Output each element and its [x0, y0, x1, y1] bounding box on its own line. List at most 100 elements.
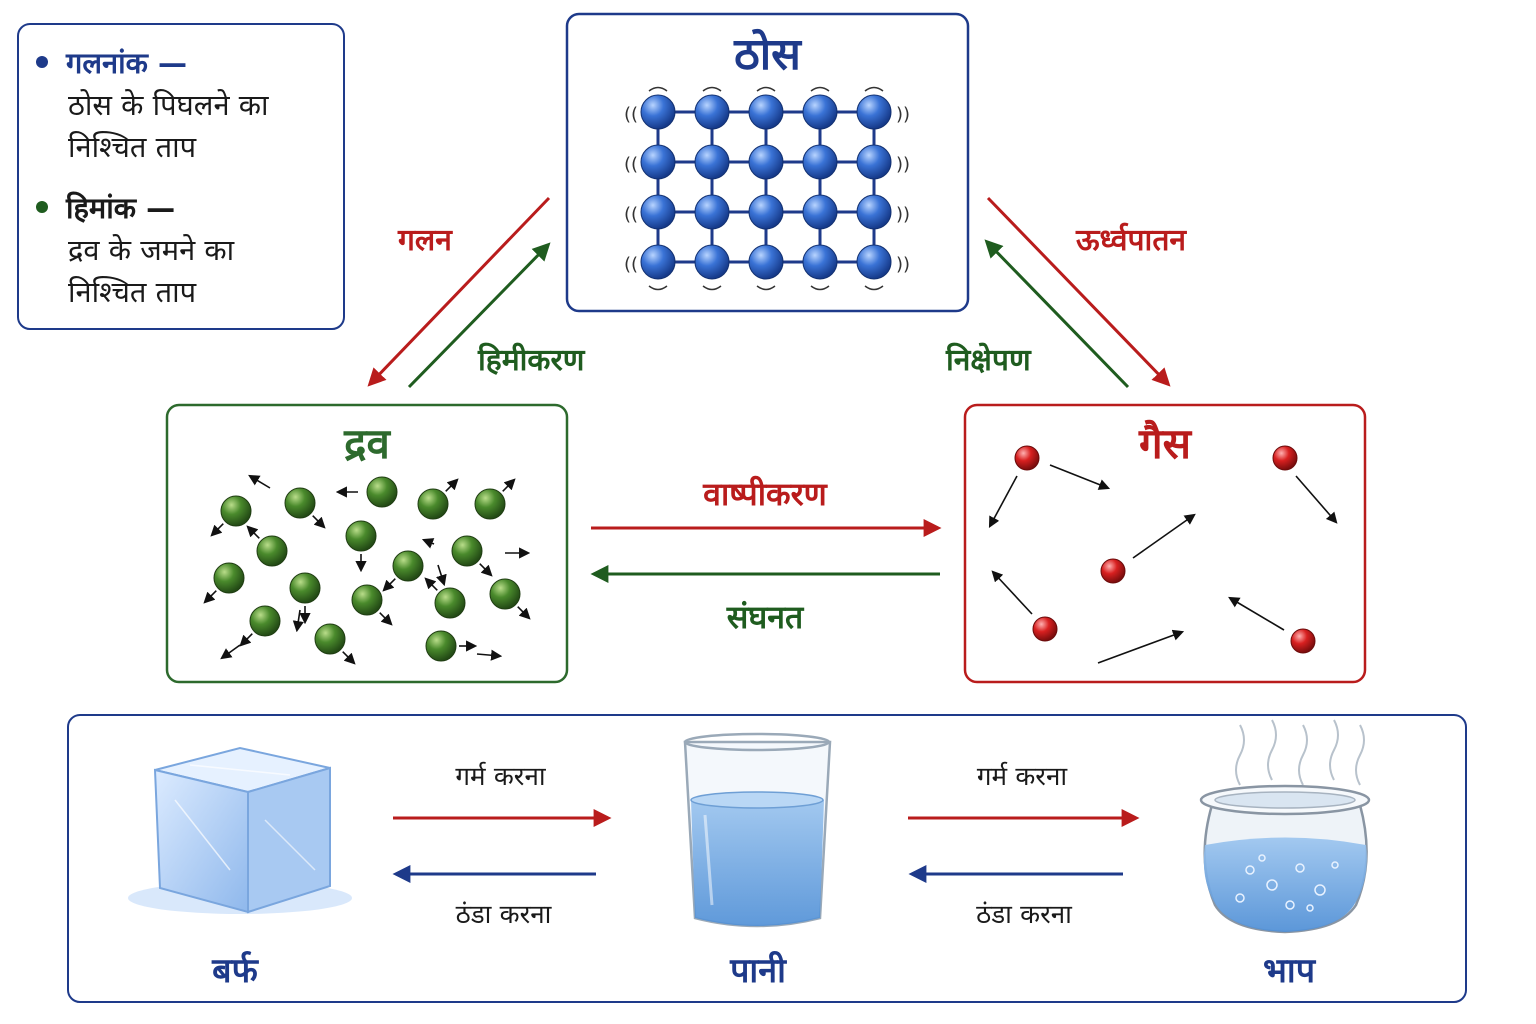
motion-arrow: [502, 478, 516, 492]
legend-desc-line: द्रव के जमने का: [68, 233, 235, 267]
melting-arrow: [367, 196, 551, 387]
motion-arrow: [435, 564, 447, 587]
gas-particle: [1100, 558, 1126, 584]
motion-arrow: [988, 475, 1018, 528]
boiling-pot-icon: [1199, 719, 1371, 934]
vibration-mark: [756, 86, 776, 92]
liquid-particle: [213, 562, 245, 594]
liquid-particle: [284, 487, 316, 519]
vibration-mark: [864, 285, 884, 291]
solid-particle: [856, 244, 892, 280]
vibration-mark: [702, 285, 722, 291]
steam-label: भाप: [1262, 951, 1316, 991]
heat-label-1: गर्म करना: [455, 762, 546, 792]
motion-arrow: [379, 612, 393, 626]
vibration-mark: [648, 285, 668, 291]
liquid-particle: [434, 587, 466, 619]
vibration-mark: [810, 285, 830, 291]
legend-term: गलनांक —: [66, 46, 187, 80]
ice-cube-icon: [128, 746, 352, 914]
vibration-mark: )): [896, 254, 910, 275]
sublimation-label: ऊर्ध्वपातन: [1076, 223, 1187, 258]
solid-particle: [802, 244, 838, 280]
liquid-particle: [392, 550, 424, 582]
vibration-mark: [702, 86, 722, 92]
liquid-particle: [249, 605, 281, 637]
gas-particle: [1014, 445, 1040, 471]
cool-label-1: ठंडा करना: [455, 900, 552, 930]
solid-particle: [694, 94, 730, 130]
motion-arrow: [517, 606, 531, 620]
water-glass-icon: [683, 732, 832, 928]
melting-label: गलन: [398, 223, 452, 258]
solid-particle: [694, 244, 730, 280]
bullet-icon: [36, 56, 48, 68]
liquid-particle: [345, 520, 377, 552]
solid-particle: [694, 194, 730, 230]
liquid-particle: [425, 630, 457, 662]
motion-arrow: [445, 478, 459, 492]
solid-particle: [802, 194, 838, 230]
liquid-particle: [451, 535, 483, 567]
freezing-label: हिमीकरण: [478, 343, 585, 378]
liquid-particle: [474, 488, 506, 520]
solid-particle: [856, 94, 892, 130]
legend-term: हिमांक —: [66, 191, 176, 225]
solid-particle: [856, 144, 892, 180]
motion-arrow: [246, 525, 260, 539]
ice-label: बर्फ: [212, 951, 258, 991]
solid-particle: [748, 194, 784, 230]
vibration-mark: )): [896, 154, 910, 175]
solid-particle: [748, 144, 784, 180]
motion-arrow: [1049, 464, 1111, 490]
solid-particle: [640, 194, 676, 230]
freezing-arrow: [407, 242, 551, 389]
liquid-particles: [203, 474, 531, 665]
vibration-mark: ((: [624, 204, 638, 225]
vibration-mark: ((: [624, 154, 638, 175]
legend-box: [17, 23, 345, 330]
gas-particle: [1272, 445, 1298, 471]
legend-desc-line: निश्चित ताप: [68, 275, 197, 309]
legend-item-melting-point: गलनांक — ठोस के पिघलने का निश्चित ताप: [36, 42, 269, 168]
liquid-particle: [220, 495, 252, 527]
solid-particle: [802, 144, 838, 180]
motion-arrow: [210, 523, 224, 537]
vibration-mark: ((: [624, 104, 638, 125]
legend-desc-line: ठोस के पिघलने का: [68, 88, 269, 122]
motion-arrow: [1132, 513, 1196, 559]
motion-arrow: [991, 570, 1033, 615]
motion-arrow: [479, 563, 493, 577]
motion-arrow: [248, 474, 271, 489]
motion-arrow: [382, 578, 396, 592]
motion-arrow: [424, 577, 438, 591]
legend-desc-line: निश्चित ताप: [68, 130, 197, 164]
solid-particle: [694, 144, 730, 180]
solid-particle: [640, 144, 676, 180]
solid-particle-lattice: (())(())(())(()): [624, 86, 910, 291]
liquid-title: द्रव: [344, 419, 390, 468]
gas-title: गैस: [1138, 419, 1192, 468]
motion-arrow: [1228, 596, 1285, 631]
solid-particle: [748, 244, 784, 280]
motion-arrow: [239, 633, 253, 647]
vibration-mark: )): [896, 204, 910, 225]
evaporation-label: वाष्पीकरण: [703, 475, 827, 513]
motion-arrow: [421, 538, 435, 549]
vibration-mark: [756, 285, 776, 291]
liquid-particle: [366, 476, 398, 508]
liquid-particle: [417, 488, 449, 520]
gas-box: [963, 403, 1367, 684]
gas-particle: [1032, 616, 1058, 642]
condensation-label: संघनत: [726, 598, 804, 636]
cool-label-2: ठंडा करना: [976, 900, 1072, 930]
motion-arrow: [1295, 475, 1338, 524]
gas-particle: [1290, 628, 1316, 654]
solid-particle: [802, 94, 838, 130]
liquid-particle: [351, 584, 383, 616]
vibration-mark: [810, 86, 830, 92]
water-label: पानी: [730, 951, 786, 991]
liquid-particle: [289, 572, 321, 604]
motion-arrow: [220, 644, 241, 660]
bullet-icon: [36, 201, 48, 213]
